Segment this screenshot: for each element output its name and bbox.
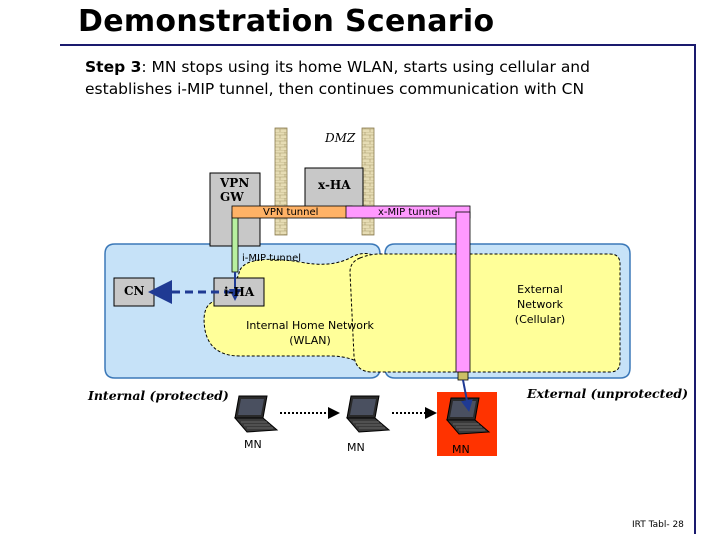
vpn-gw-line2: GW xyxy=(220,190,244,204)
mn-label-3: MN xyxy=(452,443,470,456)
dmz-label: DMZ xyxy=(325,131,356,145)
step-text: : MN stops using its home WLAN, starts u… xyxy=(85,58,590,98)
mn-label-1: MN xyxy=(244,438,262,451)
internal-protected-label: Internal (protected) xyxy=(88,388,229,403)
tunnel-to-mn-arrow xyxy=(460,379,473,412)
external-network-area xyxy=(349,253,621,373)
i-mip-tunnel-label: i-MIP tunnel xyxy=(242,253,302,264)
tunnel-end-cap xyxy=(457,371,469,381)
internal-home-network-label: Internal Home Network (WLAN) xyxy=(240,318,380,348)
ext-line3: (Cellular) xyxy=(514,313,566,326)
x-ha-label: x-HA xyxy=(318,178,351,192)
page-title: Demonstration Scenario xyxy=(78,4,495,39)
ihn-line2: (WLAN) xyxy=(289,334,331,347)
slide-footer: IRT Tabl- 28 xyxy=(632,520,684,530)
vpn-gw-line1: VPN xyxy=(220,176,250,190)
ext-line1: External xyxy=(517,283,563,296)
vpn-tunnel-label: VPN tunnel xyxy=(263,207,319,218)
x-mip-tunnel-label: x-MIP tunnel xyxy=(378,207,441,218)
cn-box xyxy=(113,277,155,307)
ext-line2: Network xyxy=(517,298,563,311)
i-mip-tunnel-segment xyxy=(231,211,239,273)
step-label: Step 3 xyxy=(85,58,142,76)
ihn-line1: Internal Home Network xyxy=(246,319,374,332)
slide-right-border xyxy=(694,44,696,534)
dmz-wall-right xyxy=(361,127,375,236)
x-mip-tunnel-vertical xyxy=(455,211,471,373)
mn-label-2: MN xyxy=(347,441,365,454)
external-unprotected-label: External (unprotected) xyxy=(527,386,689,401)
title-underline xyxy=(60,44,696,46)
step-description: Step 3: MN stops using its home WLAN, st… xyxy=(85,56,645,100)
cn-label: CN xyxy=(124,284,145,298)
mn-laptop-1 xyxy=(234,395,278,433)
dmz-wall-left xyxy=(274,127,288,236)
i-ha-label: i-HA xyxy=(224,285,255,299)
mn-laptop-2 xyxy=(346,395,390,433)
